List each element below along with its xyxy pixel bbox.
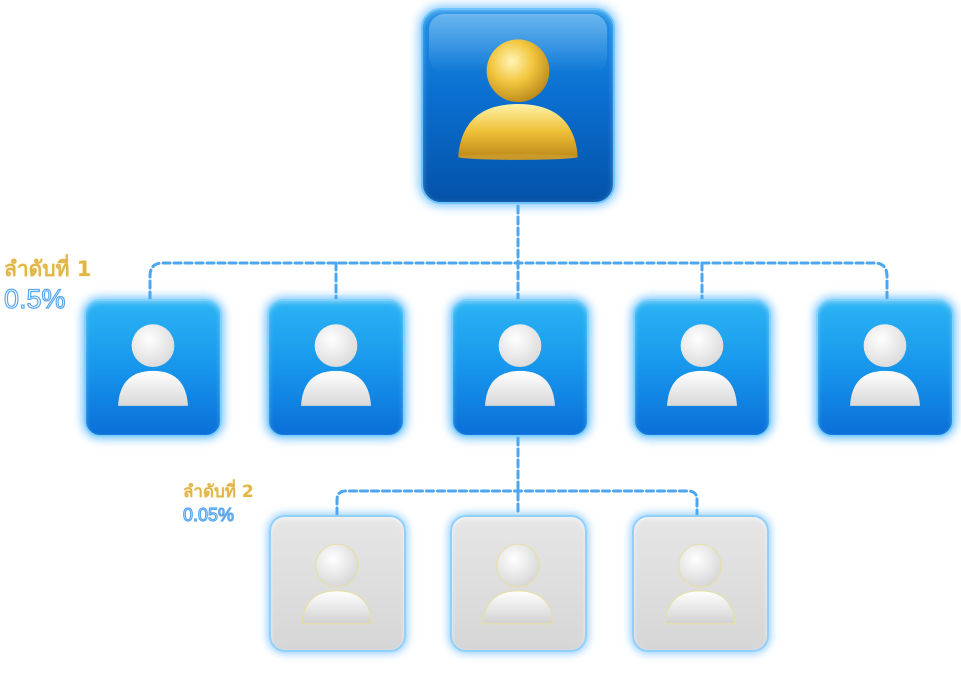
level-2-node (450, 515, 587, 652)
level-1-node (451, 299, 589, 437)
white-person-icon (301, 543, 373, 625)
level-1-rate: 0.5% (3, 284, 66, 314)
white-person-icon (301, 324, 371, 406)
level-1-name: ลำดับที่ 1 (4, 257, 92, 281)
connector-level1-bus (148, 261, 889, 301)
level-2-node (269, 515, 406, 652)
white-person-icon (667, 324, 737, 406)
white-person-icon (485, 324, 555, 406)
gold-person-icon (428, 13, 608, 160)
white-person-icon (118, 324, 188, 406)
level-1-node (633, 299, 771, 437)
level-1-node (816, 299, 954, 437)
level-2-rate: 0.05% (182, 505, 235, 525)
level-1-label: ลำดับที่ 1 0.5% (3, 257, 92, 314)
white-person-icon (482, 543, 554, 625)
connector-level2-bus (335, 489, 699, 517)
white-person-icon (664, 543, 736, 625)
root-node (421, 8, 615, 204)
white-person-icon (850, 324, 920, 406)
level-1-node (267, 299, 405, 437)
level-2-label: ลำดับที่ 2 0.05% (182, 482, 254, 525)
level-2-node (632, 515, 769, 652)
level-1-node (84, 299, 222, 437)
level-2-name: ลำดับที่ 2 (183, 482, 254, 502)
